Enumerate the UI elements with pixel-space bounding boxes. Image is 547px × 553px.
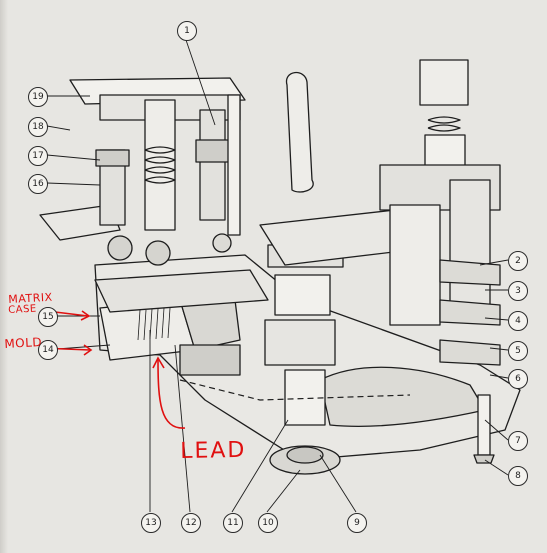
callout-14: 14 <box>38 340 58 360</box>
annotation-lead: LEAD <box>180 437 247 464</box>
handle <box>285 71 314 193</box>
callout-7: 7 <box>508 431 528 451</box>
callout-9: 9 <box>347 513 367 533</box>
lead-channel <box>179 379 411 401</box>
callout-8: 8 <box>508 466 528 486</box>
callout-5: 5 <box>508 341 528 361</box>
annotation-case: CASE <box>8 303 38 316</box>
callout-12: 12 <box>181 513 201 533</box>
callout-6: 6 <box>508 369 528 389</box>
callout-19: 19 <box>28 87 48 107</box>
callout-1: 1 <box>177 21 197 41</box>
page-binding-edge <box>0 0 8 553</box>
callout-10: 10 <box>258 513 278 533</box>
matrix-arrow <box>54 311 89 317</box>
callout-17: 17 <box>28 146 48 166</box>
callout-3: 3 <box>508 281 528 301</box>
callout-15: 15 <box>38 307 58 327</box>
callout-18: 18 <box>28 117 48 137</box>
callout-13: 13 <box>141 513 161 533</box>
callout-4: 4 <box>508 311 528 331</box>
callout-16: 16 <box>28 174 48 194</box>
matrix-case <box>94 269 269 313</box>
lead-arrow <box>157 359 186 429</box>
annotation-mold: MOLD <box>4 335 43 351</box>
callout-2: 2 <box>508 251 528 271</box>
callout-11: 11 <box>223 513 243 533</box>
